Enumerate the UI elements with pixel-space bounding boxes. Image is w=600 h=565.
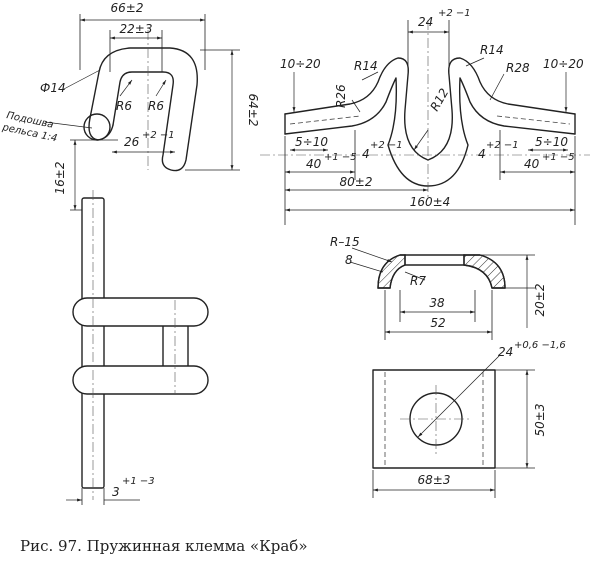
washer-leader-r15	[351, 247, 393, 263]
plan-top-loop	[72, 297, 209, 327]
washer-section-outline	[377, 254, 506, 289]
front-r6-right-label: R6	[148, 99, 164, 113]
side-dim-24-tol: +2 −1	[438, 8, 471, 19]
washer-dim-50-label: 50±3	[533, 404, 547, 437]
side-total-length-label: 160±4	[410, 195, 451, 209]
washer-leader-r7	[404, 271, 426, 281]
washer-thickness-label: 8	[345, 253, 353, 267]
front-dim-22-label: 22±3	[120, 22, 153, 36]
side-r14-right-label: R14	[480, 43, 504, 57]
figure-caption: Рис. 97. Пружинная клемма «Краб»	[20, 537, 308, 555]
side-hidden-right	[496, 115, 571, 125]
side-small-right-label: 5÷10	[535, 135, 568, 149]
washer-leader-8	[349, 261, 384, 273]
front-view: 66±2 22±3 Ф14 R6 R6 26 +2 −1 64±2 16±2 П…	[0, 1, 260, 211]
side-r28-label: R28	[506, 61, 530, 75]
side-r12-label: R12	[427, 86, 451, 113]
side-half-length-label: 80±2	[340, 175, 373, 189]
front-dim-66-label: 66±2	[111, 1, 144, 15]
washer-dim-24-leader	[489, 354, 501, 366]
side-small-left-label: 5÷10	[295, 135, 328, 149]
plan-view: 3 +1 −3	[66, 190, 209, 505]
front-r6-left-label: R6	[116, 99, 132, 113]
front-hook-outer	[89, 47, 198, 172]
side-view: 24 +2 −1 R14 R26 R14 R28 R12 10÷20 10÷20…	[260, 8, 590, 225]
washer-dim-24	[417, 364, 491, 438]
front-diameter-label: Ф14	[40, 81, 66, 95]
plan-thickness-tol: +1 −3	[122, 476, 155, 487]
side-arm-left-label: 40	[306, 157, 322, 171]
washer-hole-label: 24	[498, 345, 513, 359]
washer-inner-radius-label: R7	[410, 274, 426, 288]
washer-section-right	[463, 254, 506, 289]
side-rise-right-tol: +2 −1	[486, 140, 519, 151]
front-leader-r6-right	[155, 79, 167, 97]
washer-plate	[372, 369, 496, 469]
side-hidden-left	[289, 115, 361, 125]
side-leader-r28	[489, 73, 505, 101]
side-rise-left-tol: +2 −1	[370, 140, 403, 151]
side-range-left-label: 10÷20	[280, 57, 321, 71]
side-r26-label: R26	[334, 84, 348, 108]
washer-plan: 24 +0,6 −1,6 50±3 68±3	[372, 340, 566, 498]
side-arm-right-label: 40	[524, 157, 540, 171]
side-rise-right-label: 4	[478, 147, 486, 161]
plan-thickness-label: 3	[112, 485, 120, 499]
washer-dim-68-label: 68±3	[418, 473, 451, 487]
washer-dim-52-label: 52	[430, 316, 445, 330]
plan-bottom-loop	[72, 365, 209, 395]
front-dim-16-label: 16±2	[53, 162, 67, 195]
front-dim-26-label: 26	[124, 135, 140, 149]
washer-hole-tol: +0,6 −1,6	[514, 340, 566, 351]
side-arm-right-tol: +1 −5	[542, 152, 575, 163]
washer-dim-20-label: 20±2	[533, 284, 547, 317]
front-dim-64-label: 64±2	[246, 94, 260, 127]
side-arm-left-tol: +1 −5	[324, 152, 357, 163]
side-range-right-label: 10÷20	[543, 57, 584, 71]
side-leader-r12	[413, 129, 429, 151]
washer-dim-38-label: 38	[429, 296, 445, 310]
front-leader-d14	[61, 69, 101, 91]
side-leader-r26	[351, 99, 361, 113]
front-bevel-circle	[83, 113, 111, 141]
washer-outer-radius-label: R–15	[330, 235, 360, 249]
front-dim-26-tol: +2 −1	[142, 130, 175, 141]
side-rise-left-label: 4	[362, 147, 370, 161]
side-r14-left-label: R14	[354, 59, 378, 73]
front-leader-bevel	[44, 121, 93, 129]
washer-section: R–15 8 R7 38 52 20±2	[330, 235, 547, 340]
side-dim-24-label: 24	[418, 15, 433, 29]
side-leader-r14-right	[465, 57, 485, 67]
front-leader-r6-left	[119, 79, 133, 97]
side-leader-r14-left	[361, 71, 379, 81]
